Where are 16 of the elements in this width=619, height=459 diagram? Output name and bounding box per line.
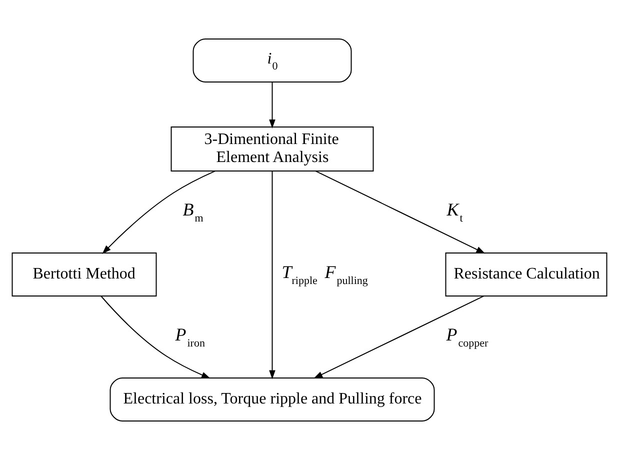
arrow xyxy=(269,170,276,379)
node-box: 3-Dimentional Finite Element Analysis xyxy=(170,126,374,171)
edge-label: K$_{t}$ xyxy=(446,198,463,224)
edge-label: P$_{copper}$ xyxy=(446,324,488,349)
node-box: i$_{0}$ xyxy=(192,38,352,82)
edge-label: P$_{iron}$ xyxy=(175,324,205,349)
arrow xyxy=(269,81,276,128)
edge-label: T$_{ripple}$ F$_{pulling}$ xyxy=(282,261,368,286)
arrow xyxy=(100,295,210,378)
node-box: Electrical loss, Torque ripple and Pulling force xyxy=(110,377,435,421)
arrow xyxy=(314,295,484,378)
arrow xyxy=(315,170,486,254)
edge-label: B$_{m}$ xyxy=(182,198,204,224)
node-box: Bertotti Method xyxy=(12,252,157,296)
node-box: Resistance Calculation xyxy=(445,252,608,296)
arrow xyxy=(102,170,216,254)
